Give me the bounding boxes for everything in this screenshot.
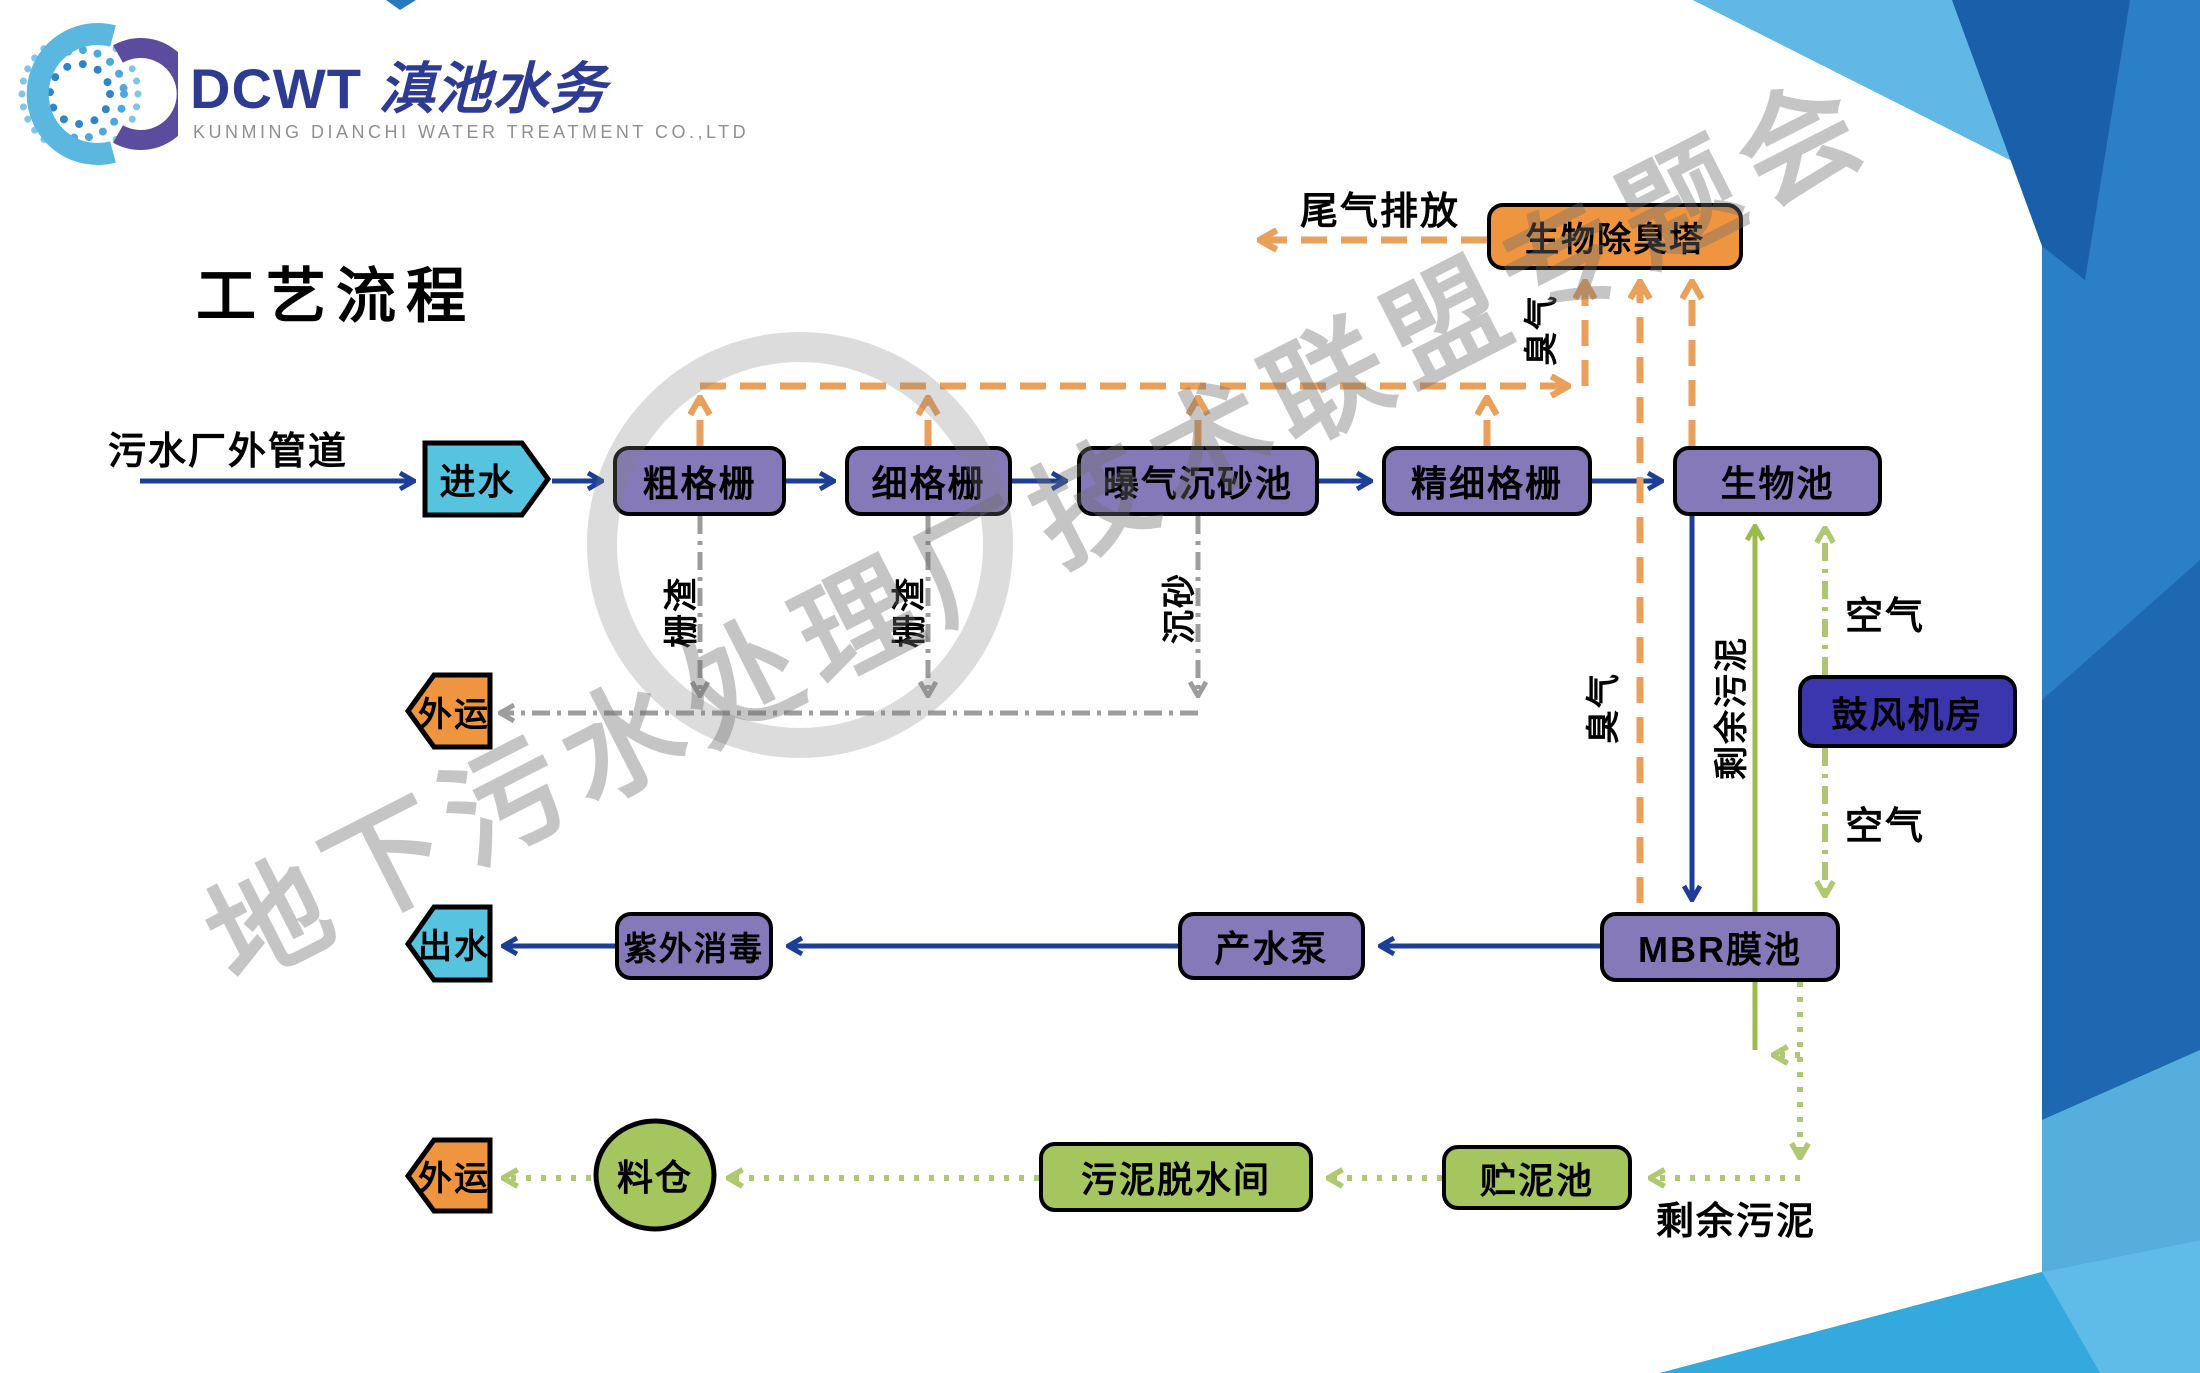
transport-top-shape	[404, 672, 493, 750]
logo-brand-cn: 滇池水务	[378, 59, 607, 121]
node-ultrafine-screen-label: 精细格栅	[1410, 463, 1563, 504]
node-ultrafine-screen: 精细格栅	[1382, 446, 1592, 516]
node-sludge-dewatering-room-label: 污泥脱水间	[1080, 1159, 1271, 1200]
node-fine-screen-label: 细格栅	[871, 463, 986, 504]
node-silo-label: 料仓	[616, 1157, 693, 1198]
node-bio-tank: 生物池	[1673, 446, 1882, 516]
node-transport-bottom-label: 外运	[418, 1160, 490, 1198]
logo-subtitle: KUNMING DIANCHI WATER TREATMENT CO.,LTD	[193, 122, 750, 142]
node-product-water-pump: 产水泵	[1178, 912, 1365, 980]
node-sludge-storage-tank: 贮泥池	[1442, 1145, 1632, 1210]
node-aerated-grit-chamber-label: 曝气沉砂池	[1102, 463, 1293, 504]
node-mbr-tank: MBR膜池	[1600, 912, 1840, 982]
label-screenings-fine: 栅渣	[890, 576, 929, 648]
silo-shape	[593, 1118, 717, 1232]
node-uv-disinfection: 紫外消毒	[615, 912, 773, 980]
label-excess-sludge-bottom: 剩余污泥	[1656, 1201, 1817, 1243]
page-title: 工艺流程	[196, 264, 476, 330]
label-pipe-outside-plant: 污水厂外管道	[108, 431, 349, 473]
node-sludge-storage-tank-label: 贮泥池	[1479, 1159, 1594, 1201]
excess-sludge-lines	[505, 982, 1800, 1178]
logo-wordmark: DCWT 滇池水务	[190, 44, 607, 125]
node-transport-top-label: 外运	[418, 695, 490, 734]
logo-icon	[18, 23, 178, 165]
label-screenings-coarse: 栅渣	[662, 576, 701, 648]
effluent-shape	[404, 904, 493, 983]
label-odor-mbr: 臭气	[1584, 672, 1623, 744]
node-aerated-grit-chamber: 曝气沉砂池	[1077, 446, 1319, 516]
node-bio-tank-label: 生物池	[1720, 463, 1835, 504]
company-logo: DCWT 滇池水务 KUNMING DIANCHI WATER TREATMEN…	[18, 14, 746, 165]
node-product-water-pump-label: 产水泵	[1214, 928, 1329, 969]
label-exhaust-discharge: 尾气排放	[1300, 191, 1461, 233]
node-influent-label: 进水	[439, 461, 516, 502]
node-mbr-tank-label: MBR膜池	[1638, 929, 1802, 970]
label-odor-tower: 臭气	[1522, 294, 1561, 366]
node-sludge-dewatering-room: 污泥脱水间	[1039, 1142, 1313, 1212]
label-excess-sludge-vertical: 剩余污泥	[1712, 636, 1751, 780]
node-blower-room: 鼓风机房	[1798, 675, 2017, 748]
flow-shapes	[404, 440, 717, 1232]
influent-shape	[422, 440, 552, 518]
label-air-bottom: 空气	[1845, 806, 1926, 848]
label-air-top: 空气	[1845, 596, 1926, 638]
node-bio-deodorizing-tower-label: 生物除臭塔	[1525, 221, 1705, 259]
node-fine-screen: 细格栅	[845, 446, 1012, 516]
node-blower-room-label: 鼓风机房	[1831, 693, 1984, 735]
water-flow-lines	[140, 481, 1692, 946]
logo-brand: DCWT	[190, 57, 362, 120]
node-effluent-label: 出水	[418, 928, 490, 966]
transport-bottom-shape	[404, 1137, 493, 1214]
node-bio-deodorizing-tower: 生物除臭塔	[1487, 203, 1743, 270]
screenings-lines	[502, 516, 1198, 713]
node-coarse-screen: 粗格栅	[613, 446, 786, 516]
label-grit: 沉砂	[1160, 572, 1199, 644]
node-uv-disinfection-label: 紫外消毒	[624, 930, 764, 967]
odor-lines	[700, 240, 1692, 903]
node-coarse-screen-label: 粗格栅	[642, 463, 757, 504]
